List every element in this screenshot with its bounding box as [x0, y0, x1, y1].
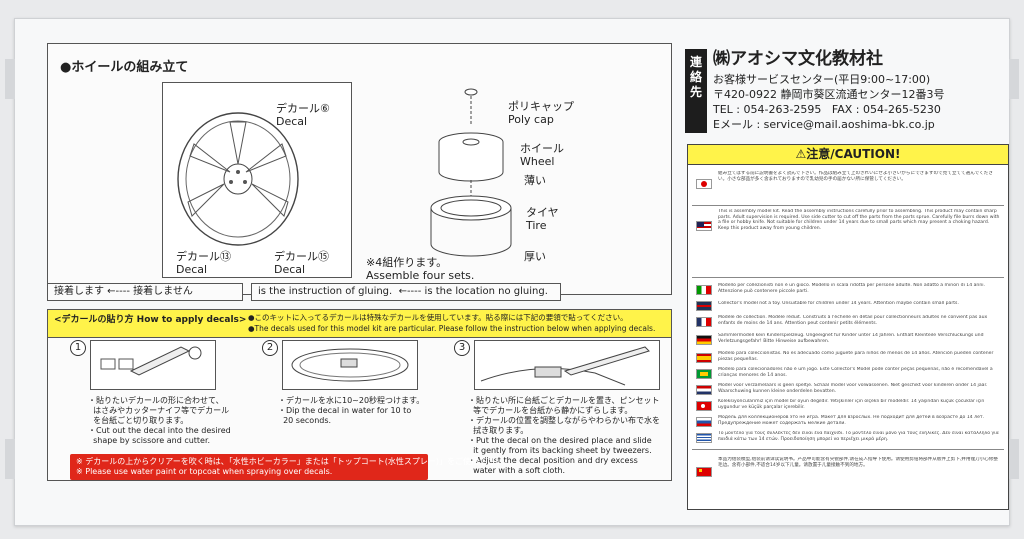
caution-text-gr: Το μοντέλο για τους συλλέκτες δεν είναι …	[718, 431, 999, 442]
step-2-water-dish-icon	[291, 348, 409, 382]
decal-15-label: デカール⑮ Decal	[274, 250, 329, 276]
caution-text-de: Sammlermodell kein Kinderspielzeug. Unge…	[718, 333, 984, 344]
step-3-illustration	[474, 340, 660, 390]
assembly-title: ●ホイールの組み立て	[60, 60, 189, 75]
glue-legend-jp: 接着します ←---- 接着しません	[47, 283, 243, 301]
flag-fr-icon	[696, 317, 712, 327]
caution-text-ru: Модель для коллекционеров это не игра. М…	[718, 415, 985, 426]
decal-howto-panel: <デカールの貼り方 How to apply decals> ●このキットに入っ…	[47, 309, 672, 481]
caution-divider	[692, 449, 1004, 450]
company-tel-fax: TEL : 054-263-2595 FAX : 054-265-5230	[713, 103, 941, 116]
wheel-label: ホイール Wheel	[520, 142, 564, 168]
company-contact-block: 連 絡 先 ㈱アオシマ文化教材社 お客様サービスセンター(平日9:00~17:0…	[685, 49, 1011, 137]
step-3-tweezers-icon	[480, 346, 650, 386]
caution-text-en: This is assembly model kit. Read the ass…	[718, 209, 1000, 231]
company-name: ㈱アオシマ文化教材社	[713, 49, 883, 69]
thick-side-label: 厚い	[524, 250, 546, 263]
caution-text-nl: Model voor verzamelaars is geen speltje.…	[718, 383, 988, 394]
caution-text-it: Modello per collezionisti non è un gioco…	[718, 283, 985, 294]
poly-cap-label: ポリキャップ Poly cap	[508, 100, 574, 126]
flag-gr-icon	[696, 433, 712, 443]
company-email: Eメール : service@mail.aoshima-bk.co.jp	[713, 118, 935, 131]
step-3-number: 3	[454, 340, 470, 356]
flag-de-icon	[696, 335, 712, 345]
topcoat-warning: ※ デカールの上からクリアーを吹く時は、「水性ホビーカラー」または「トップコート…	[70, 454, 511, 480]
flag-cn-icon	[696, 467, 712, 477]
flag-nl-icon	[696, 385, 712, 395]
step-3-text: ・貼りたい所に台紙ごとデカールを置き、ピンセット 等でデカールを台紙から静かにず…	[468, 396, 660, 475]
flag-ru-icon	[696, 417, 712, 427]
step-2-illustration	[282, 340, 418, 390]
flag-es-icon	[696, 353, 712, 363]
decal-6-label: デカール⑥ Decal	[276, 102, 330, 128]
caution-text-fr: Modèle de collection. Modèle réduit. Con…	[718, 315, 988, 326]
thin-side-label: 薄い	[524, 174, 546, 187]
flag-br-icon	[696, 369, 712, 379]
step-2-text: ・デカールを水に10~20秒程つけます。 ・Dip the decal in w…	[278, 396, 425, 425]
tire-wheel-stack-illustration	[430, 88, 512, 257]
decal-howto-title: <デカールの貼り方 How to apply decals>	[54, 315, 247, 325]
step-2-number: 2	[262, 340, 278, 356]
flag-jp-icon	[696, 179, 712, 189]
decal-howto-header: <デカールの貼り方 How to apply decals> ●このキットに入っ…	[48, 310, 671, 338]
step-1-illustration	[90, 340, 216, 390]
step-1-number: 1	[70, 340, 86, 356]
company-address: 〒420-0922 静岡市葵区流通センター12番3号	[713, 88, 945, 101]
caution-text-tr: Koleksiyoncularımız için model bir oyun …	[718, 399, 985, 410]
caution-text-jp: 組み立てはする前に説明書をよく読んで下さい。作品は組み立て上のきれいにせよ小さい…	[718, 171, 993, 182]
box-tab-right-bottom	[1009, 439, 1019, 479]
wheel-assembly-panel: ●ホイールの組み立て デカール⑥ Decal デカール⑬ Decal デカール⑮…	[47, 43, 672, 295]
caution-text-gb: Collector's model not a toy. Unsuitable …	[718, 301, 959, 306]
caution-text-br: Modelo para colecionadores não é um jogo…	[718, 367, 993, 378]
caution-title: ⚠注意/CAUTION!	[688, 145, 1008, 165]
caution-text-es: Modelo para coleccionistas. No es adecua…	[718, 351, 994, 362]
step-1-text: ・貼りたいデカールの形に合わせて、 はさみやカッターナイフ等でデカール を台紙ご…	[88, 396, 231, 445]
wheel-rim-illustration	[177, 112, 299, 246]
caution-divider	[692, 205, 1004, 206]
contact-vertical-label: 連 絡 先	[685, 49, 707, 133]
flag-gb-icon	[696, 301, 712, 311]
glue-legend-en: is the instruction of gluing. ←---- is t…	[251, 283, 561, 301]
box-tab-right-top	[1009, 59, 1019, 99]
four-sets-note: ※4組作ります。 Assemble four sets.	[366, 256, 475, 282]
caution-text-cn: 本品为组装模型,组装前请详读说明书。产品中可能含有尖锐部件,请在成人指导下使用。…	[718, 457, 999, 468]
decal-note-en: ●The decals used for this model kit are …	[248, 324, 656, 333]
flag-us-icon	[696, 221, 712, 231]
caution-panel: ⚠注意/CAUTION! 組み立てはする前に説明書をよく読んで下さい。作品は組み…	[687, 144, 1009, 510]
decal-13-label: デカール⑬ Decal	[176, 250, 231, 276]
flag-tr-icon	[696, 401, 712, 411]
step-1-scissors-icon	[100, 346, 202, 376]
service-center: お客様サービスセンター(平日9:00~17:00)	[713, 73, 931, 86]
box-back-panel: ●ホイールの組み立て デカール⑥ Decal デカール⑬ Decal デカール⑮…	[5, 18, 1019, 526]
flag-it-icon	[696, 285, 712, 295]
box-tab-left-bottom	[5, 439, 15, 479]
tire-label: タイヤ Tire	[526, 206, 559, 232]
caution-divider	[692, 277, 1004, 278]
decal-note-jp: ●このキットに入ってるデカールは特殊なデカールを使用しています。貼る際には下記の…	[248, 313, 628, 322]
box-tab-left-top	[5, 59, 15, 99]
